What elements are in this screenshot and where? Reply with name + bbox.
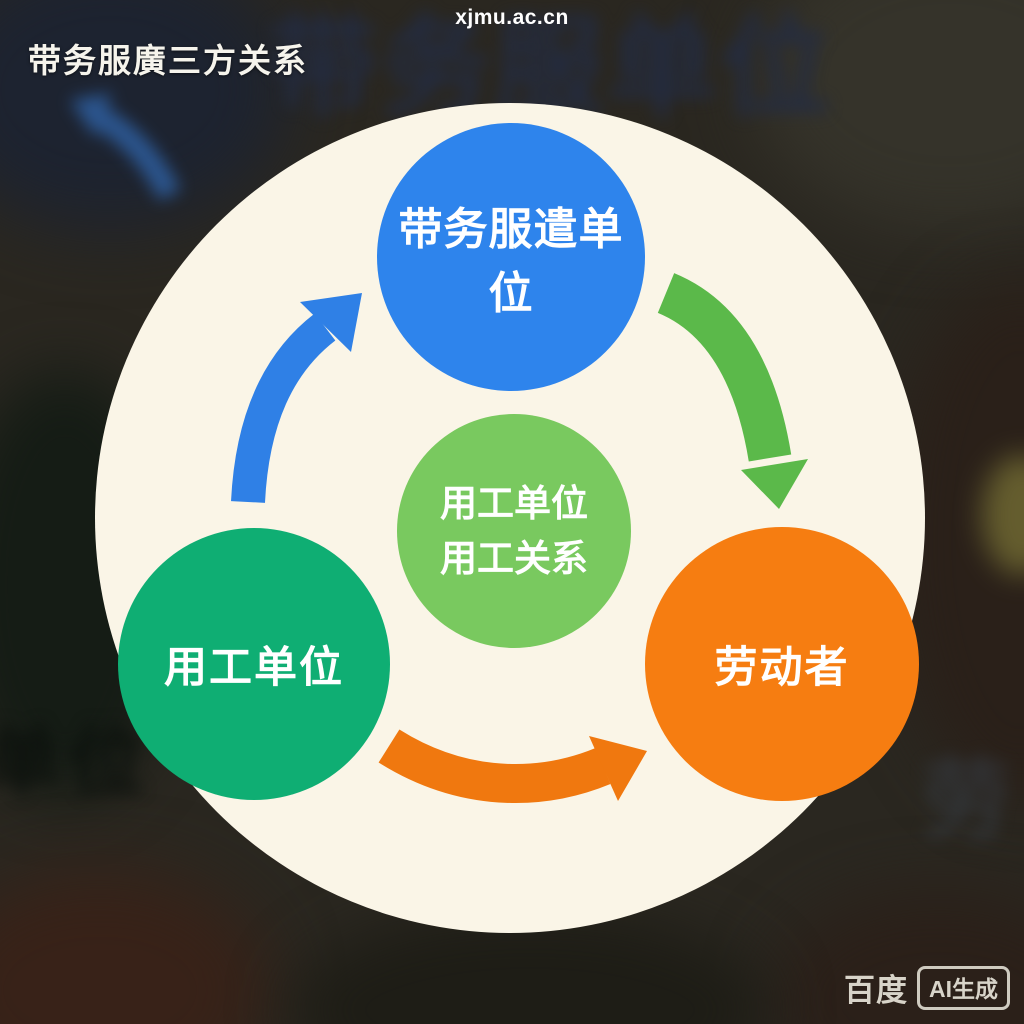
background-ghost-text-right: 劳 — [922, 751, 1011, 850]
background-ghost-text-left: 单位 — [0, 720, 152, 805]
arrow-top-to-right-icon — [657, 273, 808, 509]
node-employment-relationship: 用工单位 用工关系 — [397, 414, 631, 648]
node-worker: 劳动者 — [645, 527, 919, 801]
site-url: xjmu.ac.cn — [455, 6, 569, 29]
node-employment-relationship-label: 用工单位 用工关系 — [440, 482, 588, 580]
node-employer-unit: 用工单位 — [118, 528, 390, 800]
node-worker-label: 劳动者 — [714, 644, 850, 692]
node-dispatch-agency: 带务服遣单位 — [377, 123, 645, 391]
background-arrow-icon — [70, 93, 181, 201]
ai-watermark: 百度 AI生成 — [844, 965, 1010, 1010]
arrow-left-to-top-icon — [231, 293, 362, 503]
node-dispatch-agency-label: 带务服遣单位 — [398, 205, 624, 318]
baidu-logo: 百度 — [844, 973, 908, 1008]
arrow-left-to-right-icon — [378, 729, 647, 804]
page-title: 带务服廣三方关系 — [28, 42, 308, 79]
node-employer-unit-label: 用工单位 — [164, 644, 344, 692]
ai-generated-badge: AI生成 — [917, 965, 1010, 1010]
